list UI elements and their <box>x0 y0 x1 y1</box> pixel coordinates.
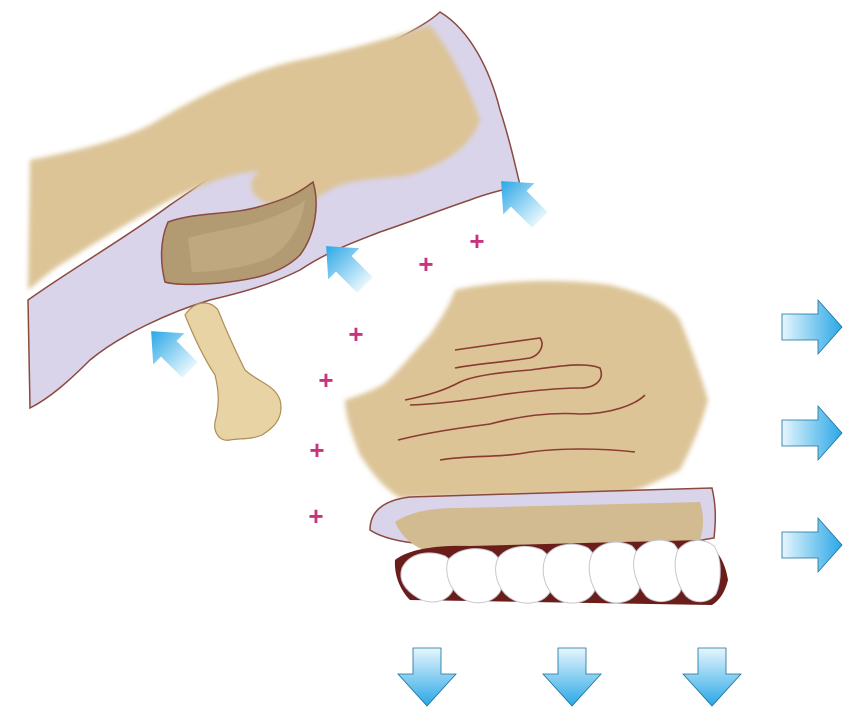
maxilla-bone <box>345 281 708 498</box>
plus-marker-3: + <box>348 319 363 349</box>
plus-marker-6: + <box>308 501 323 531</box>
pterygoid-plate <box>185 303 281 440</box>
arrow-right-2 <box>782 406 842 460</box>
arrow-down-2 <box>543 648 601 706</box>
arrow-right-1 <box>782 300 842 354</box>
arrow-down-1 <box>398 648 456 706</box>
arrow-down-3 <box>683 648 741 706</box>
plus-marker-5: + <box>309 435 324 465</box>
arrow-right-3 <box>782 518 842 572</box>
growth-arrows-anterior <box>782 300 842 572</box>
plus-marker-2: + <box>418 249 433 279</box>
dentition <box>395 540 728 605</box>
maxilla <box>345 281 715 556</box>
plus-marker-4: + <box>318 365 333 395</box>
growth-arrows-inferior <box>398 648 741 706</box>
